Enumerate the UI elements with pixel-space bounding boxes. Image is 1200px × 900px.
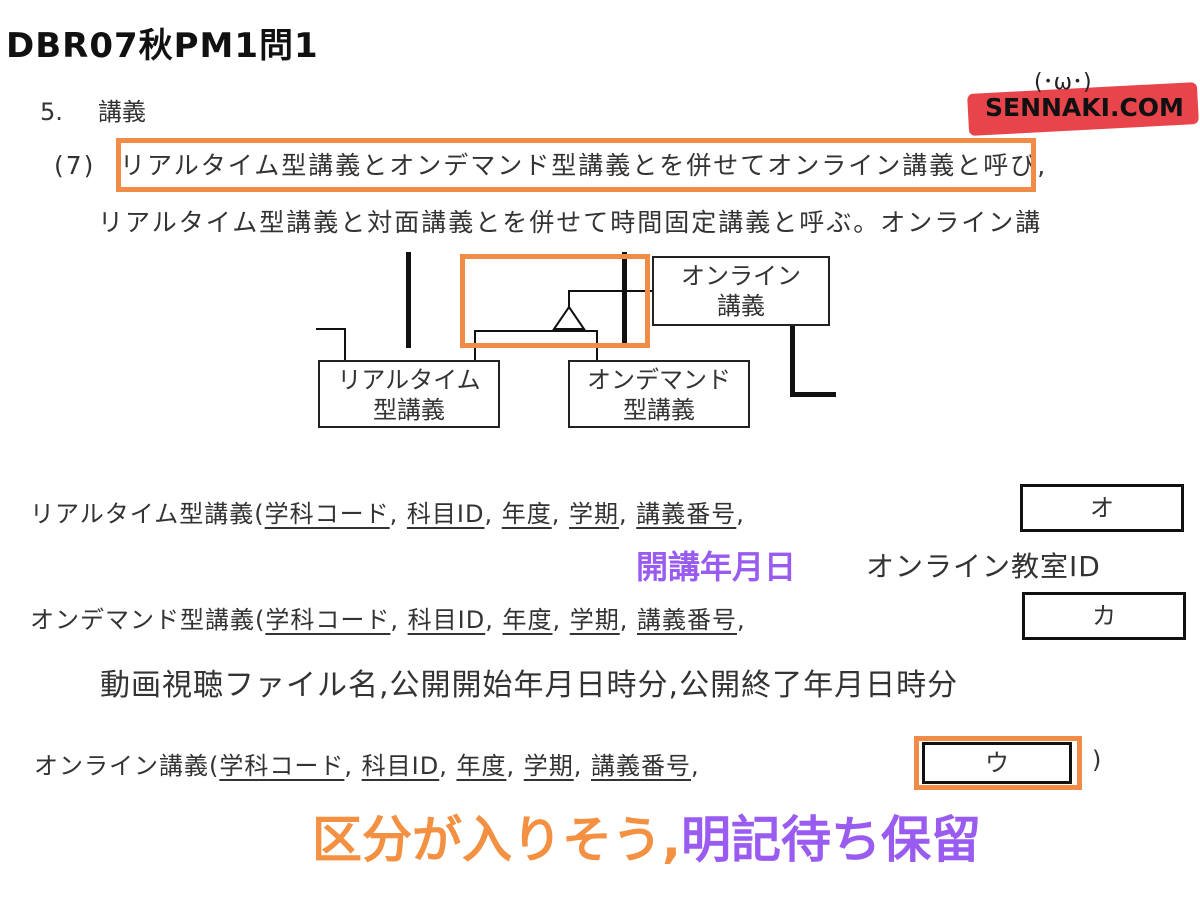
blank-o: オ: [1020, 484, 1184, 532]
paragraph-line-1: (7) リアルタイム型講義とオンデマンド型講義とを併せてオンライン講義と呼び,: [54, 146, 1047, 182]
relation-realtime: リアルタイム型講義(学科コード, 科目ID, 年度, 学期, 講義番号,: [30, 500, 745, 528]
blank-ka: カ: [1022, 592, 1186, 640]
closing-paren: ): [1092, 746, 1103, 774]
handwritten-addition: 開講年月日: [636, 542, 796, 588]
highlight-box-definition: [116, 138, 1036, 192]
section-heading: 5. 講義: [40, 92, 146, 127]
attribute: 学期: [569, 500, 620, 528]
entity-ondemand-lecture: オンデマンド 型講義: [568, 360, 750, 428]
attribute: 学科コード: [265, 606, 391, 634]
highlight-box-blank-u: [914, 736, 1082, 790]
attribute: 学期: [569, 606, 620, 634]
diagram-line: [790, 324, 795, 396]
attribute: 科目ID: [406, 500, 485, 528]
attribute: 講義番号: [637, 606, 737, 634]
entity-label: 講義: [717, 292, 765, 320]
subtype-triangle: [552, 305, 586, 330]
paragraph-label: (7): [54, 151, 96, 180]
attribute: 学科コード: [219, 752, 345, 780]
attribute: 学期: [523, 752, 574, 780]
diagram-line: [790, 392, 836, 397]
entity-label: 型講義: [373, 396, 445, 424]
attribute: 年度: [456, 752, 507, 780]
relation-name: オンデマンド型講義(: [30, 606, 266, 634]
logo-face: (･ω･): [1034, 70, 1092, 95]
handwritten-text: 開講年月日: [636, 548, 797, 586]
section-number: 5.: [40, 98, 63, 126]
attribute: 科目ID: [407, 606, 486, 634]
paragraph-line-2: リアルタイム型講義と対面講義とを併せて時間固定講義と呼ぶ。オンライン講: [98, 208, 1043, 237]
annotation-orange: 区分が入りそう,: [312, 811, 681, 869]
entity-online-lecture: オンライン 講義: [652, 256, 830, 326]
attribute: 科目ID: [361, 752, 440, 780]
annotation: 区分が入りそう,明記待ち保留: [312, 800, 981, 872]
paragraph-line-1-rest: と呼び,: [956, 151, 1048, 180]
relation-ondemand: オンデマンド型講義(学科コード, 科目ID, 年度, 学期, 講義番号,: [30, 606, 746, 634]
attribute: 講義番号: [636, 500, 737, 528]
entity-label: オンデマンド: [587, 366, 731, 394]
highlight-box-subtype: [460, 254, 650, 348]
attribute: 講義番号: [591, 752, 691, 780]
attribute: 年度: [502, 606, 553, 634]
diagram-line: [568, 290, 652, 292]
section-title: 講義: [98, 98, 146, 126]
entity-realtime-lecture: リアルタイム 型講義: [318, 360, 500, 428]
relation-online: オンライン講義(学科コード, 科目ID, 年度, 学期, 講義番号,: [34, 752, 700, 780]
logo: SENNAKI.COM: [985, 93, 1184, 122]
entity-label: 型講義: [623, 396, 695, 424]
diagram-line: [622, 252, 627, 348]
attribute: 学科コード: [264, 500, 390, 528]
highlighted-text: リアルタイム型講義とオンデマンド型講義とを併せてオンライン講義: [120, 151, 957, 180]
entity-label: リアルタイム: [337, 366, 481, 394]
page-title: DBR07秋PM1問1: [6, 26, 319, 66]
extra-attributes-line: 動画視聴ファイル名,公開開始年月日時分,公開終了年月日時分: [100, 668, 959, 703]
extra-attribute: オンライン教室ID: [866, 550, 1101, 583]
diagram-line: [474, 330, 598, 332]
relation-name: リアルタイム型講義(: [30, 500, 265, 528]
diagram-line: [316, 328, 346, 330]
diagram-line: [406, 252, 411, 348]
blank-u: ウ: [922, 742, 1072, 784]
attribute: 年度: [501, 500, 552, 528]
entity-label: オンライン: [681, 262, 801, 290]
diagram-line: [344, 328, 346, 362]
annotation-purple: 明記待ち保留: [681, 811, 981, 869]
relation-name: オンライン講義(: [34, 752, 220, 780]
diagram-line: [568, 290, 570, 308]
